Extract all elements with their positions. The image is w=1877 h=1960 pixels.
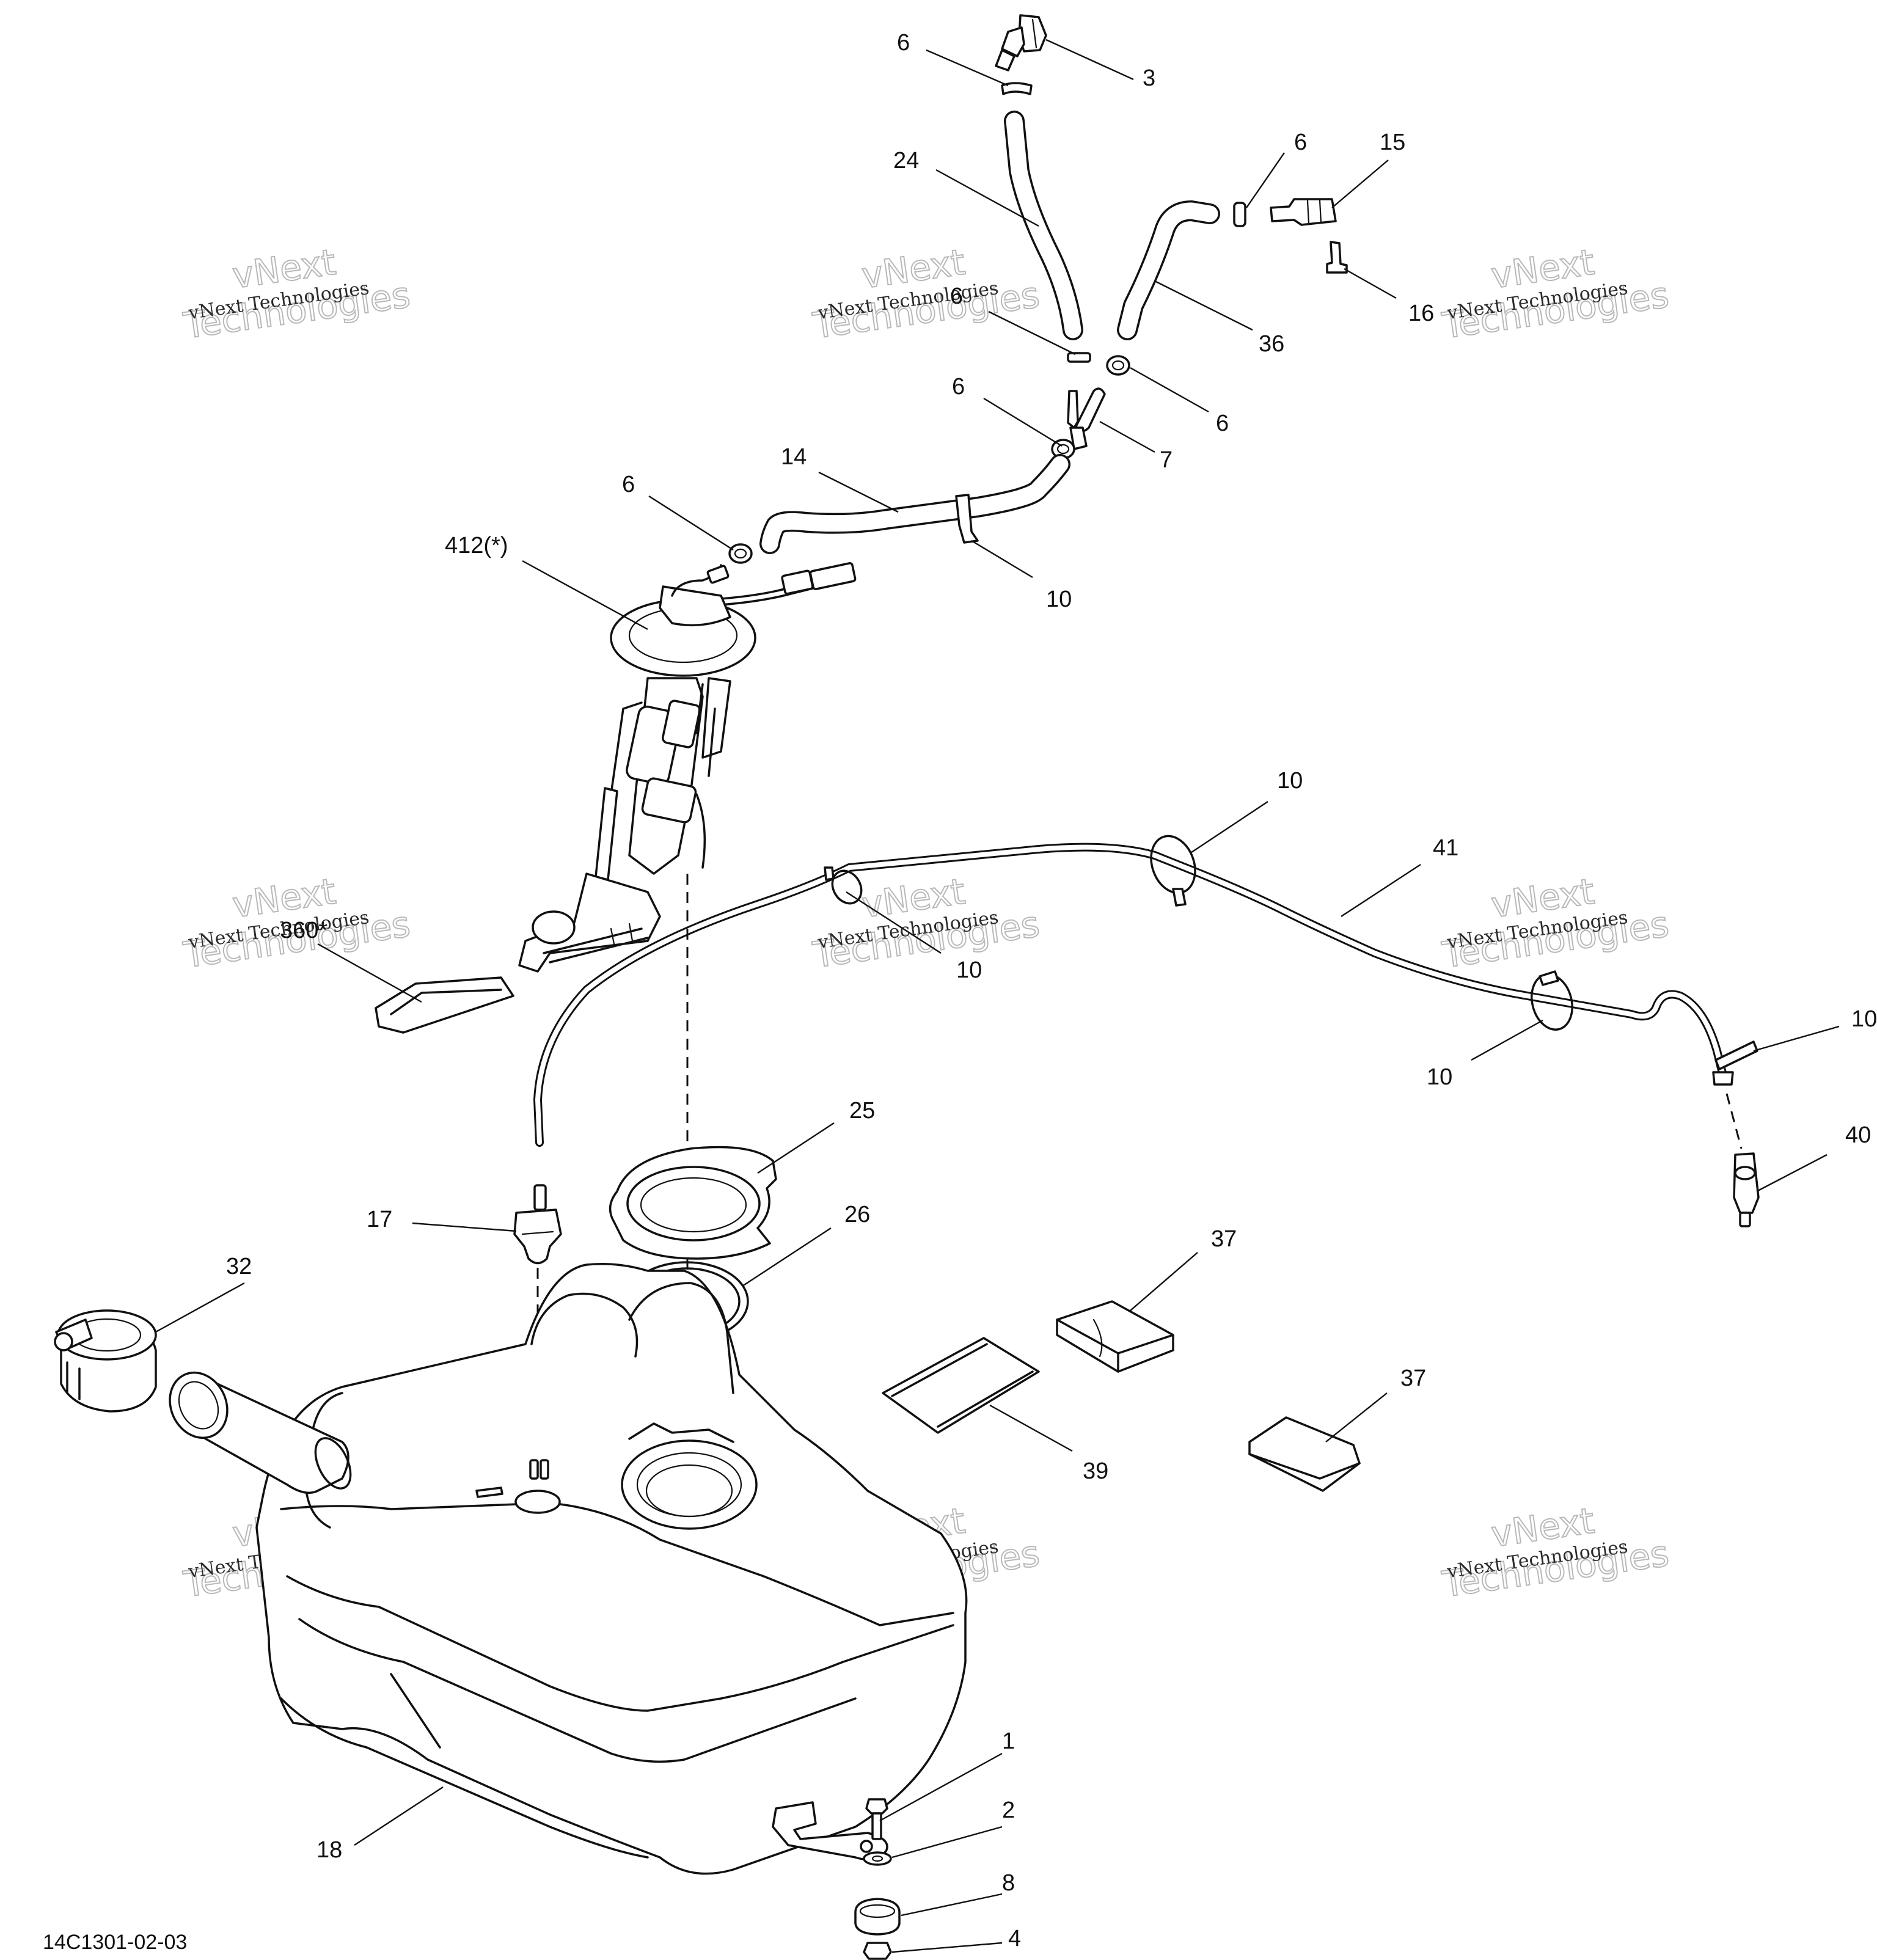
callout-label: 3 <box>1143 65 1155 91</box>
callout-label: 41 <box>1433 835 1458 861</box>
vent-hose-part <box>1004 111 1083 340</box>
callout-label: 360* <box>280 918 327 943</box>
watermark: vNext Technologies vNext Technologies <box>1439 241 1672 348</box>
callout-label: 10 <box>1277 768 1303 794</box>
tank-pad-part <box>1056 1300 1174 1373</box>
callout-label: 14 <box>781 444 807 470</box>
fuel-filter-pad-part <box>375 976 514 1034</box>
callout-label: 10 <box>1046 587 1072 612</box>
watermark: vNext Technologies vNext Technologies <box>810 870 1042 977</box>
fuel-cap-part <box>54 1309 157 1413</box>
hose-clamp-part <box>1233 202 1246 227</box>
callout-label: 15 <box>1380 130 1405 155</box>
callout-label: 412(*) <box>445 533 508 558</box>
assembly-guide-line <box>1725 1093 1743 1149</box>
callout-label: 37 <box>1400 1366 1426 1391</box>
callout-label: 37 <box>1211 1226 1237 1252</box>
callout-label: 17 <box>367 1207 392 1232</box>
watermark: vNext Technologies vNext Technologies <box>180 241 413 348</box>
callout-label: 16 <box>1408 301 1434 326</box>
callout-label: 2 <box>1002 1797 1015 1823</box>
washer-part <box>863 1851 892 1866</box>
watermark: vNext Technologies vNext Technologies <box>1439 870 1672 977</box>
callout-labels: 3 6 24 6 15 16 36 6 6 6 7 14 6 10 412(*)… <box>226 30 1877 1951</box>
vent-line-part <box>533 835 1758 1147</box>
small-clip-part <box>1067 352 1091 363</box>
callout-label: 8 <box>1002 1870 1015 1896</box>
diagram-reference-code: 14C1301-02-03 <box>43 1931 187 1954</box>
leader-lines <box>155 38 1840 1953</box>
hose-clamp-part <box>728 543 753 564</box>
callout-label: 6 <box>950 283 963 309</box>
hose-clamp-part <box>1001 82 1033 95</box>
bolt-part <box>865 1798 888 1840</box>
callout-label: 10 <box>956 957 982 983</box>
watermark: vNext Technologies vNext Technologies <box>810 241 1042 348</box>
callout-label: 6 <box>897 30 910 56</box>
hose-clamp-part <box>1106 355 1130 376</box>
callout-label: 32 <box>226 1254 252 1279</box>
callout-label: 4 <box>1008 1926 1021 1951</box>
callout-label: 26 <box>844 1202 870 1227</box>
callout-label: 10 <box>1851 1006 1877 1032</box>
tank-pad-part <box>1248 1416 1361 1492</box>
grommet-part <box>854 1898 901 1936</box>
return-hose-part <box>1117 200 1220 340</box>
callout-label: 6 <box>1216 411 1229 436</box>
watermark: vNext Technologies vNext Technologies <box>1439 1499 1672 1606</box>
callout-label: 24 <box>893 148 919 174</box>
elbow-connector-part <box>995 14 1047 71</box>
retaining-clip-part <box>1326 241 1348 274</box>
callout-label: 25 <box>849 1098 875 1124</box>
callout-label: 7 <box>1160 447 1173 473</box>
callout-label: 39 <box>1083 1458 1108 1484</box>
tank-pad-part <box>882 1337 1040 1434</box>
nut-part <box>863 1942 892 1960</box>
callout-label: 40 <box>1845 1122 1871 1148</box>
callout-label: 18 <box>316 1837 342 1863</box>
rollover-valve-part <box>513 1184 562 1265</box>
callout-label: 6 <box>952 374 965 400</box>
tee-fitting-part <box>1067 387 1106 450</box>
lock-ring-part <box>609 1146 777 1260</box>
fuel-pump-module-part <box>518 562 857 973</box>
check-valve-part <box>1733 1152 1760 1227</box>
callout-label: 6 <box>622 472 635 497</box>
callout-label: 6 <box>1294 130 1307 155</box>
callout-label: 36 <box>1259 331 1284 357</box>
callout-label: 1 <box>1002 1728 1015 1754</box>
straight-connector-part <box>1270 198 1337 226</box>
callout-label: 10 <box>1427 1064 1452 1090</box>
fuel-tank-part <box>169 1263 968 1875</box>
fuel-hose-part <box>759 454 1070 554</box>
